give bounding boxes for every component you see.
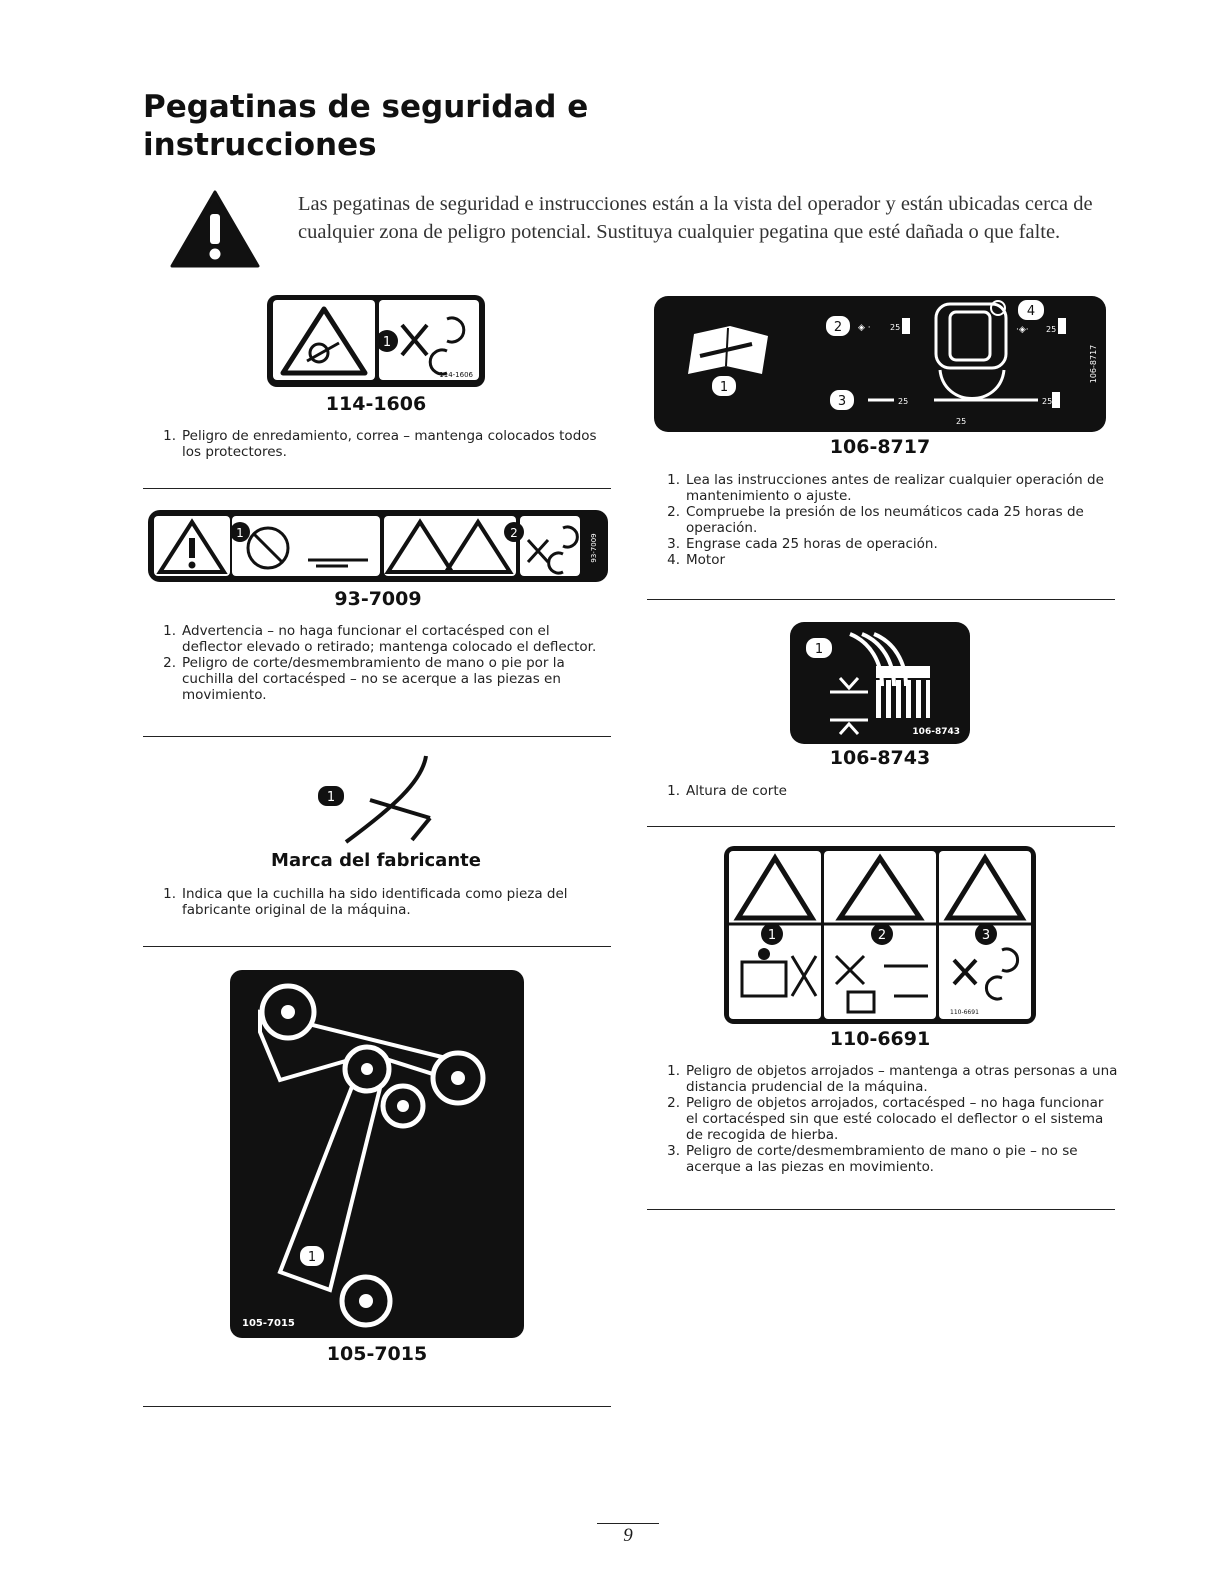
warning-triangle-icon [170,190,260,268]
book-wrench-icon [688,326,768,374]
svg-text:106-8717: 106-8717 [1089,345,1098,384]
decal-106-8743-title: 106-8743 [829,747,931,769]
decal-106-8717-list: 1Lea las instrucciones antes de realizar… [656,472,1116,568]
decal-106-8743-image: 1 106-8743 [790,622,970,744]
decal-114-1606-image: 1 114-1606 [267,295,485,387]
intro-paragraph: Las pegatinas de seguridad e instruccion… [298,193,1093,243]
decal-106-8717-image: 1 2 ◈ · 25 3 25 4 ·◈· 25 25 25 106-8717 [654,296,1106,432]
manufacturer-mark-list: 1Indica que la cuchilla ha sido identifi… [152,886,602,918]
section-divider [143,488,611,489]
svg-text:◈ ·: ◈ · [858,323,871,333]
svg-text:1: 1 [327,790,335,805]
list-item: 1Altura de corte [656,783,1116,799]
decal-106-8743-list: 1Altura de corte [656,783,1116,799]
list-item: 4Motor [656,552,1116,568]
svg-text:2: 2 [878,928,886,943]
list-item: 1Peligro de objetos arrojados – mantenga… [656,1063,1118,1095]
list-item: 2Peligro de objetos arrojados, cortacésp… [656,1095,1118,1143]
decal-110-6691-list: 1Peligro de objetos arrojados – mantenga… [656,1063,1118,1175]
footer-divider [597,1523,659,1524]
svg-text:1: 1 [768,928,776,943]
decal-114-1606-list: 1Peligro de enredamiento, correa – mante… [152,428,602,460]
decal-93-7009-image: 1 2 93-7009 [148,510,608,582]
decal-110-6691-title: 110-6691 [829,1028,931,1050]
decal-93-7009-list: 1Advertencia – no haga funcionar el cort… [152,623,614,703]
svg-text:25: 25 [890,323,900,332]
svg-text:105-7015: 105-7015 [242,1318,295,1329]
section-divider [647,1209,1115,1210]
section-divider [143,1406,611,1407]
svg-text:25: 25 [1042,397,1052,406]
page-title: Pegatinas de seguridad e instrucciones [143,89,589,163]
svg-text:25: 25 [898,397,908,406]
svg-text:3: 3 [982,928,990,943]
svg-text:4: 4 [1027,304,1035,319]
list-item: 2Peligro de corte/desmembramiento de man… [152,655,614,703]
section-divider [143,736,611,737]
manufacturer-mark-title: Marca del fabricante [271,850,481,871]
svg-text:1: 1 [308,1250,316,1265]
svg-text:1: 1 [236,526,244,540]
decal-93-7009-title: 93-7009 [334,588,422,610]
section-divider [143,946,611,947]
list-item: 1Lea las instrucciones antes de realizar… [656,472,1116,504]
svg-text:114-1606: 114-1606 [439,371,473,379]
svg-text:2: 2 [510,526,518,540]
section-divider [647,599,1115,600]
list-item: 1Indica que la cuchilla ha sido identifi… [152,886,602,918]
svg-text:25: 25 [1046,325,1056,334]
decal-110-6691-image: 1 2 3 110-6691 [724,846,1036,1024]
list-item: 2Compruebe la presión de los neumáticos … [656,504,1116,536]
section-divider [647,826,1115,827]
decal-114-1606-title: 114-1606 [325,393,427,415]
manufacturer-mark-image: 1 [312,752,442,848]
decal-105-7015-title: 105-7015 [326,1343,428,1365]
svg-text:3: 3 [838,394,846,409]
svg-text:106-8743: 106-8743 [912,727,960,737]
decal-105-7015-image: 1 105-7015 [230,970,524,1338]
list-item: 1Advertencia – no haga funcionar el cort… [152,623,614,655]
list-item: 3Engrase cada 25 horas de operación. [656,536,1116,552]
svg-text:·◈·: ·◈· [1016,325,1029,335]
svg-text:2: 2 [834,320,842,335]
decal-106-8717-title: 106-8717 [829,436,931,458]
page-number: 9 [623,1525,633,1546]
svg-text:25: 25 [956,417,966,426]
svg-text:93-7009: 93-7009 [590,533,598,562]
svg-text:1: 1 [383,335,391,350]
svg-text:1: 1 [815,642,823,657]
svg-text:1: 1 [720,380,728,395]
svg-text:110-6691: 110-6691 [950,1009,979,1016]
list-item: 1Peligro de enredamiento, correa – mante… [152,428,602,460]
list-item: 3Peligro de corte/desmembramiento de man… [656,1143,1118,1175]
